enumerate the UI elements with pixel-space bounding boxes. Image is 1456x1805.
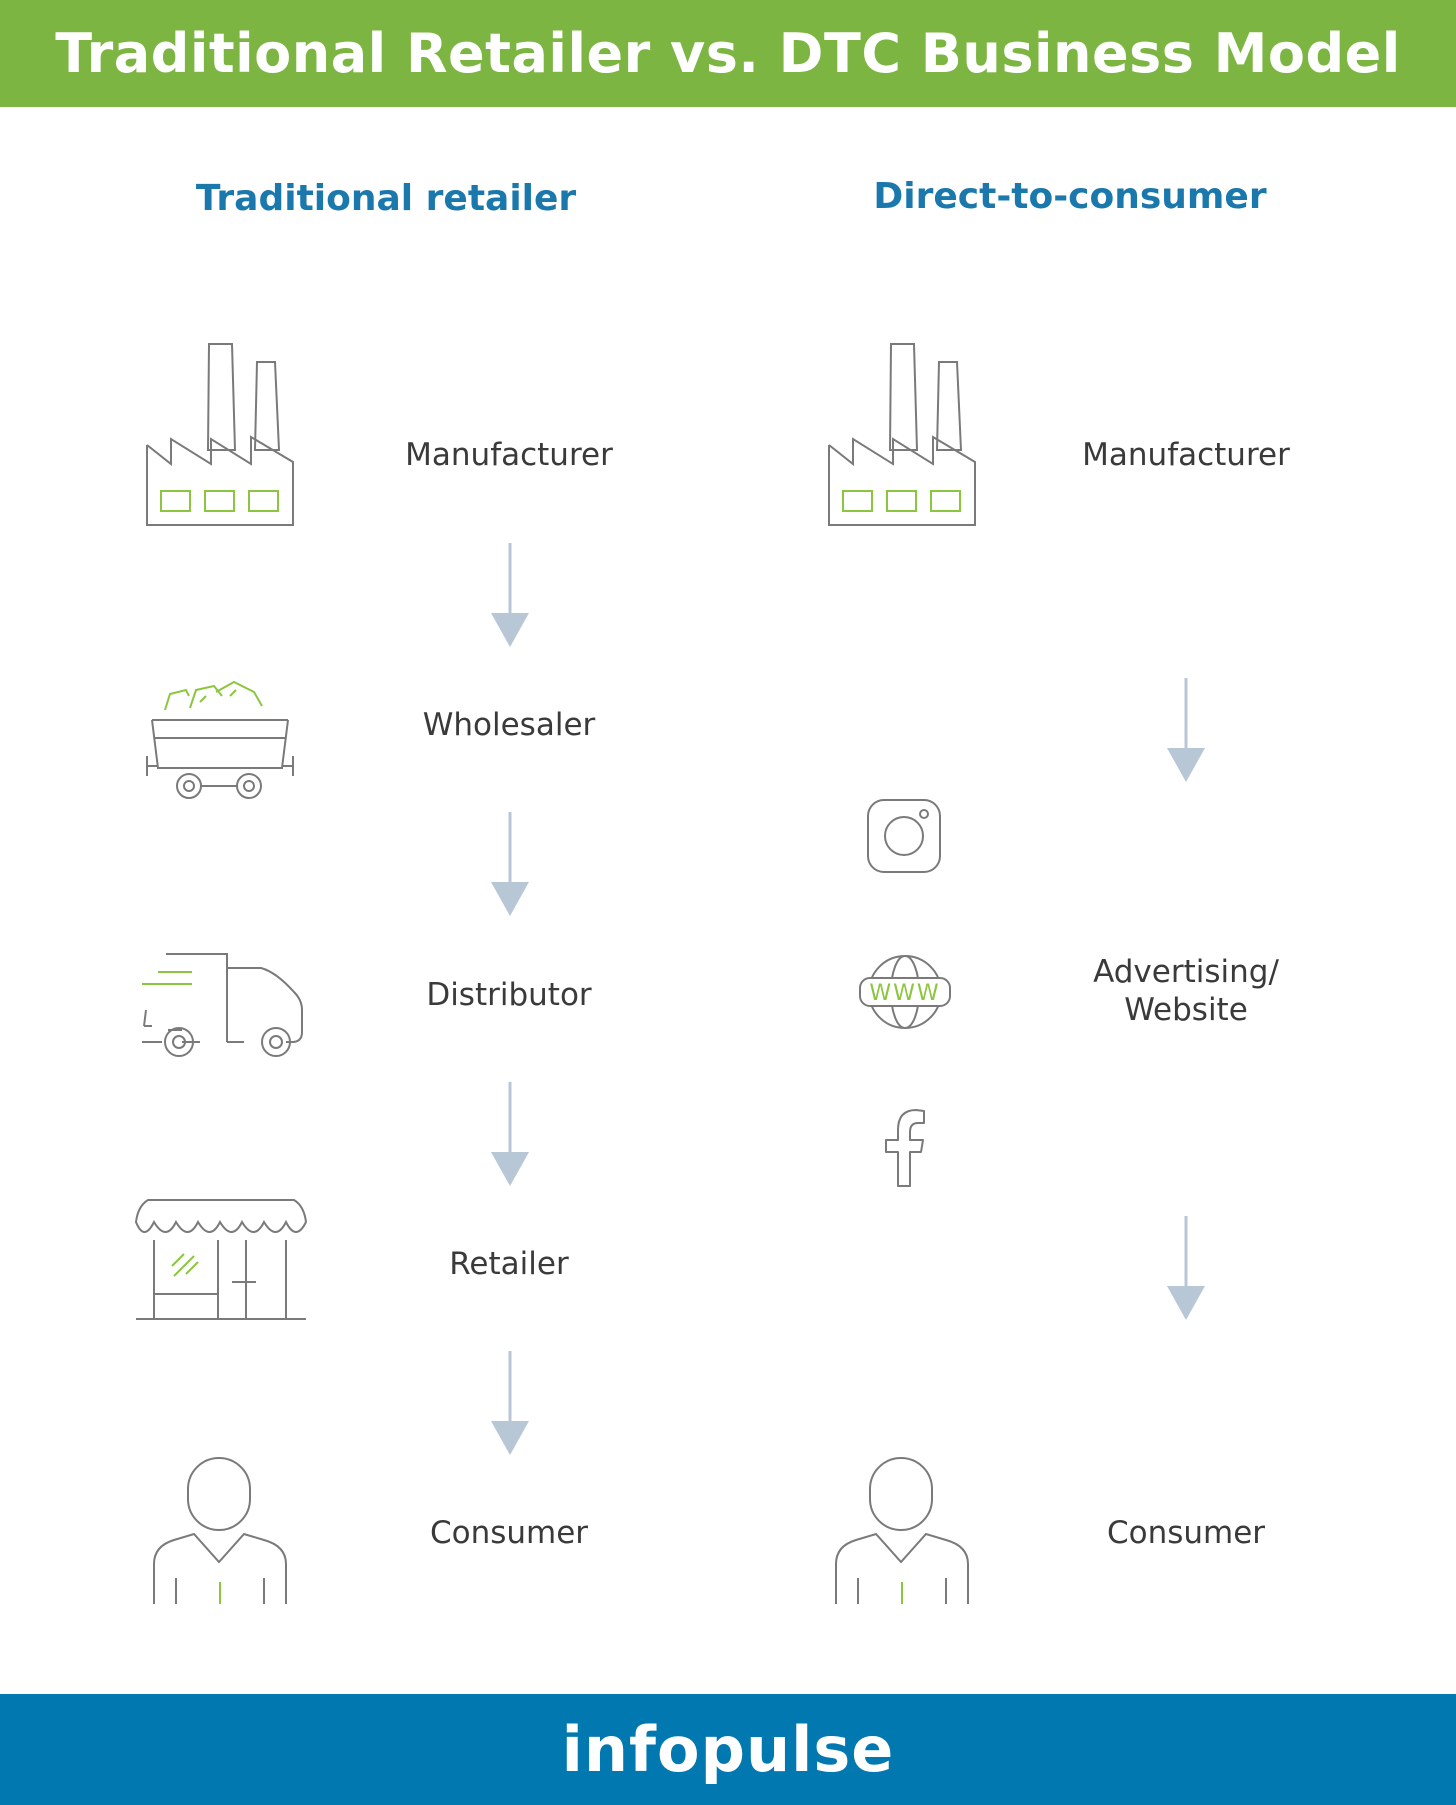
dtc-step-advertising: Advertising/ <box>1093 954 1279 990</box>
flow-arrow <box>1167 678 1205 782</box>
dtc-step-manufacturer: Manufacturer <box>1082 437 1290 473</box>
header-banner: Traditional Retailer vs. DTC Business Mo… <box>0 0 1456 107</box>
mine-cart-icon <box>146 680 294 799</box>
www-text: WWW <box>869 981 940 1006</box>
facebook-icon <box>885 1109 925 1187</box>
traditional-step-consumer: Consumer <box>429 1515 589 1551</box>
flow-arrow <box>491 812 529 916</box>
traditional-step-distributor: Distributor <box>426 977 592 1013</box>
flow-arrow <box>491 543 529 647</box>
factory-icon <box>146 343 294 526</box>
traditional-step-manufacturer: Manufacturer <box>405 437 613 473</box>
storefront-icon <box>134 1199 308 1320</box>
page-title: Traditional Retailer vs. DTC Business Mo… <box>55 22 1401 85</box>
dtc-step-consumer: Consumer <box>1106 1515 1266 1551</box>
footer-banner: infopulse <box>0 1694 1456 1805</box>
traditional-step-wholesaler: Wholesaler <box>422 707 596 743</box>
dtc-step-website: Website <box>1124 992 1248 1028</box>
consumer-icon <box>153 1457 287 1604</box>
flow-arrow <box>491 1082 529 1186</box>
traditional-column-title: Traditional retailer <box>195 178 577 219</box>
brand-logo-text: infopulse <box>561 1713 895 1786</box>
dtc-column-title: Direct-to-consumer <box>873 176 1267 217</box>
instagram-icon <box>867 799 941 873</box>
traditional-step-retailer: Retailer <box>449 1246 569 1282</box>
consumer-icon <box>835 1457 969 1604</box>
delivery-truck-icon <box>142 953 303 1057</box>
globe-www-icon: WWW <box>859 955 951 1029</box>
factory-icon <box>828 343 976 526</box>
flow-arrow <box>1167 1216 1205 1320</box>
flow-arrow <box>491 1351 529 1455</box>
